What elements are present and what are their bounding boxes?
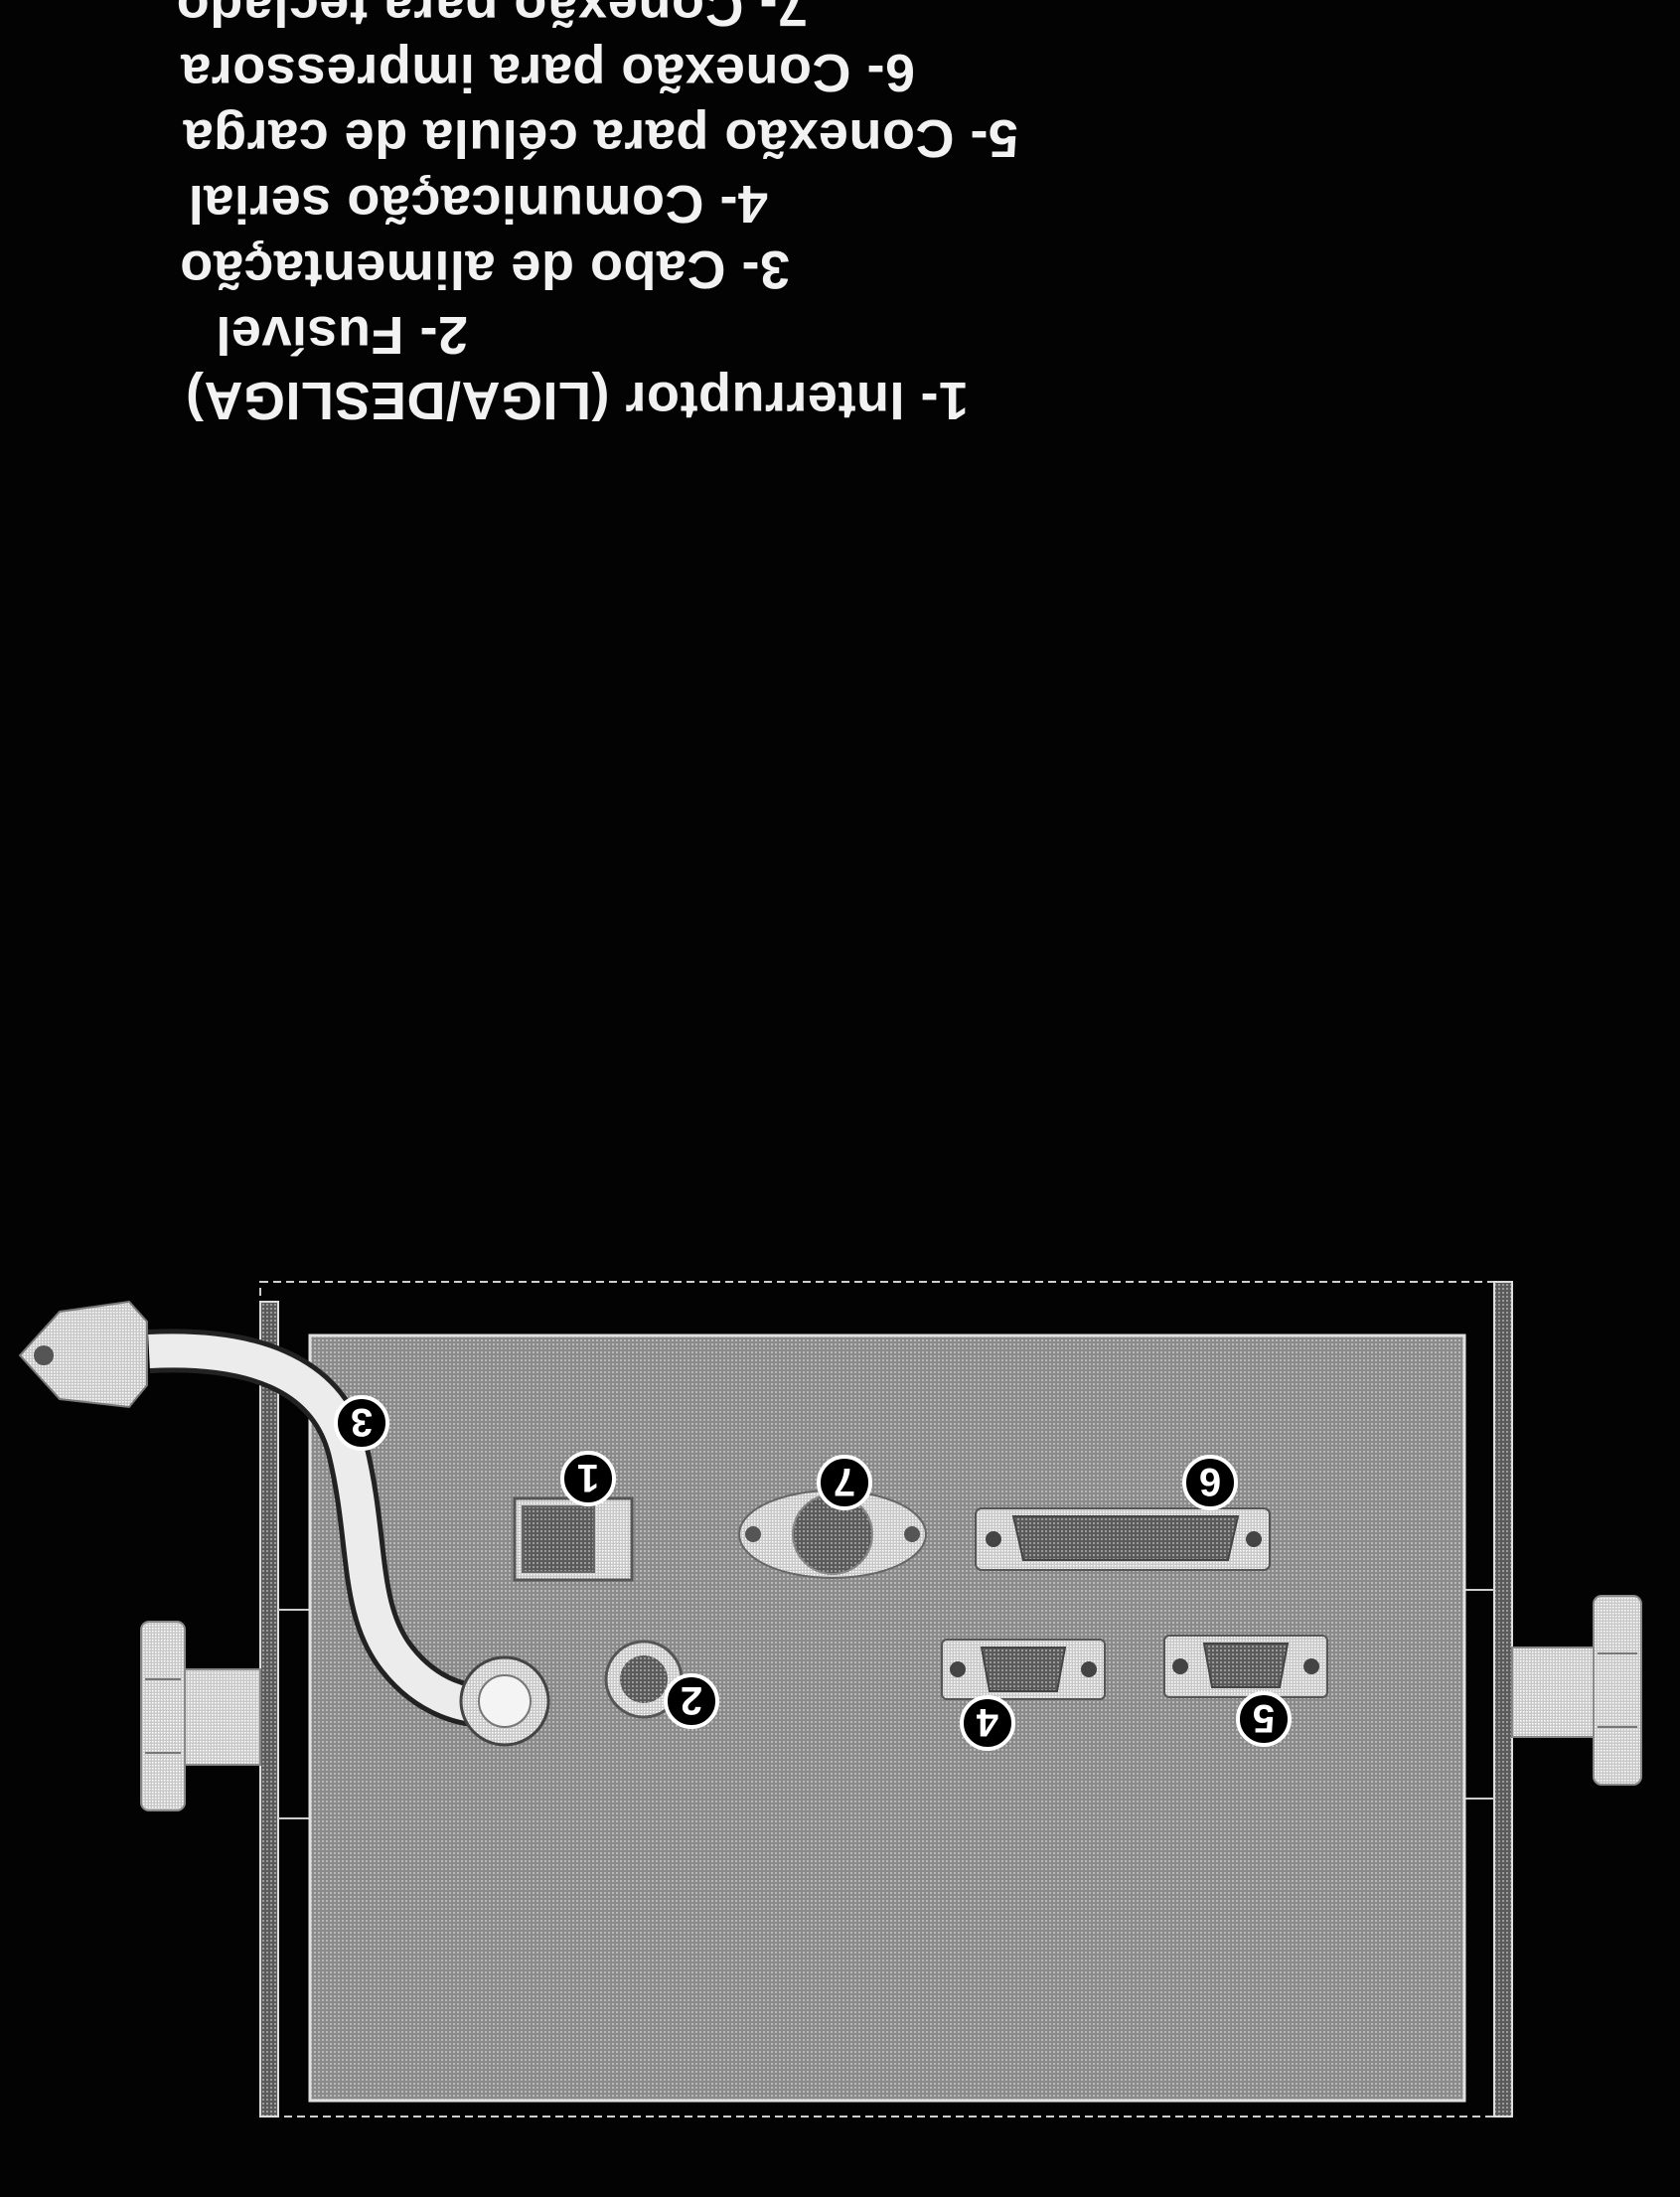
callout-5: 5	[1236, 1691, 1292, 1747]
left-rail	[259, 1301, 279, 2118]
right-rail	[1493, 1281, 1513, 2118]
svg-text:3: 3	[351, 1400, 373, 1444]
svg-text:2: 2	[681, 1678, 702, 1722]
legend: 1- Interruptor (LIGA/DESLIGA) 2- Fusível…	[0, 0, 1680, 477]
callout-7: 7	[817, 1455, 872, 1510]
svg-text:7: 7	[834, 1460, 855, 1503]
callout-3: 3	[334, 1395, 389, 1451]
legend-item-power-cable: 3- Cabo de alimentação	[179, 239, 790, 299]
callout-2: 2	[664, 1673, 719, 1729]
power-cable	[18, 1300, 550, 1747]
legend-item-printer: 6- Conexão para impressora	[180, 43, 915, 102]
callout-1: 1	[560, 1451, 616, 1506]
load-cell-db9-connector	[1163, 1635, 1328, 1698]
svg-text:4: 4	[976, 1700, 998, 1744]
keyboard-din-connector	[738, 1490, 927, 1579]
callout-4: 4	[960, 1695, 1015, 1751]
power-plug	[18, 1300, 148, 1409]
svg-text:5: 5	[1253, 1696, 1275, 1740]
legend-item-fuse: 2- Fusível	[215, 305, 468, 365]
fuse-holder	[604, 1640, 684, 1719]
serial-db9-connector	[941, 1639, 1106, 1700]
legend-item-serial: 4- Comunicação serial	[188, 174, 768, 234]
legend-item-load-cell: 5- Conexão para célula de carga	[183, 108, 1018, 168]
callout-6: 6	[1182, 1455, 1238, 1510]
rear-panel-diagram: 3 1 7 6 2 4 5	[18, 1281, 1642, 2118]
power-switch	[513, 1496, 634, 1582]
svg-text:1: 1	[577, 1456, 599, 1499]
right-mounting-knob	[1511, 1595, 1642, 1786]
legend-item-keyboard: 7- Conexão para teclado	[176, 0, 808, 37]
left-mounting-knob	[140, 1621, 261, 1811]
legend-item-switch: 1- Interruptor (LIGA/DESLIGA)	[185, 371, 969, 430]
svg-text:6: 6	[1199, 1460, 1221, 1503]
printer-db25-connector	[975, 1507, 1271, 1571]
